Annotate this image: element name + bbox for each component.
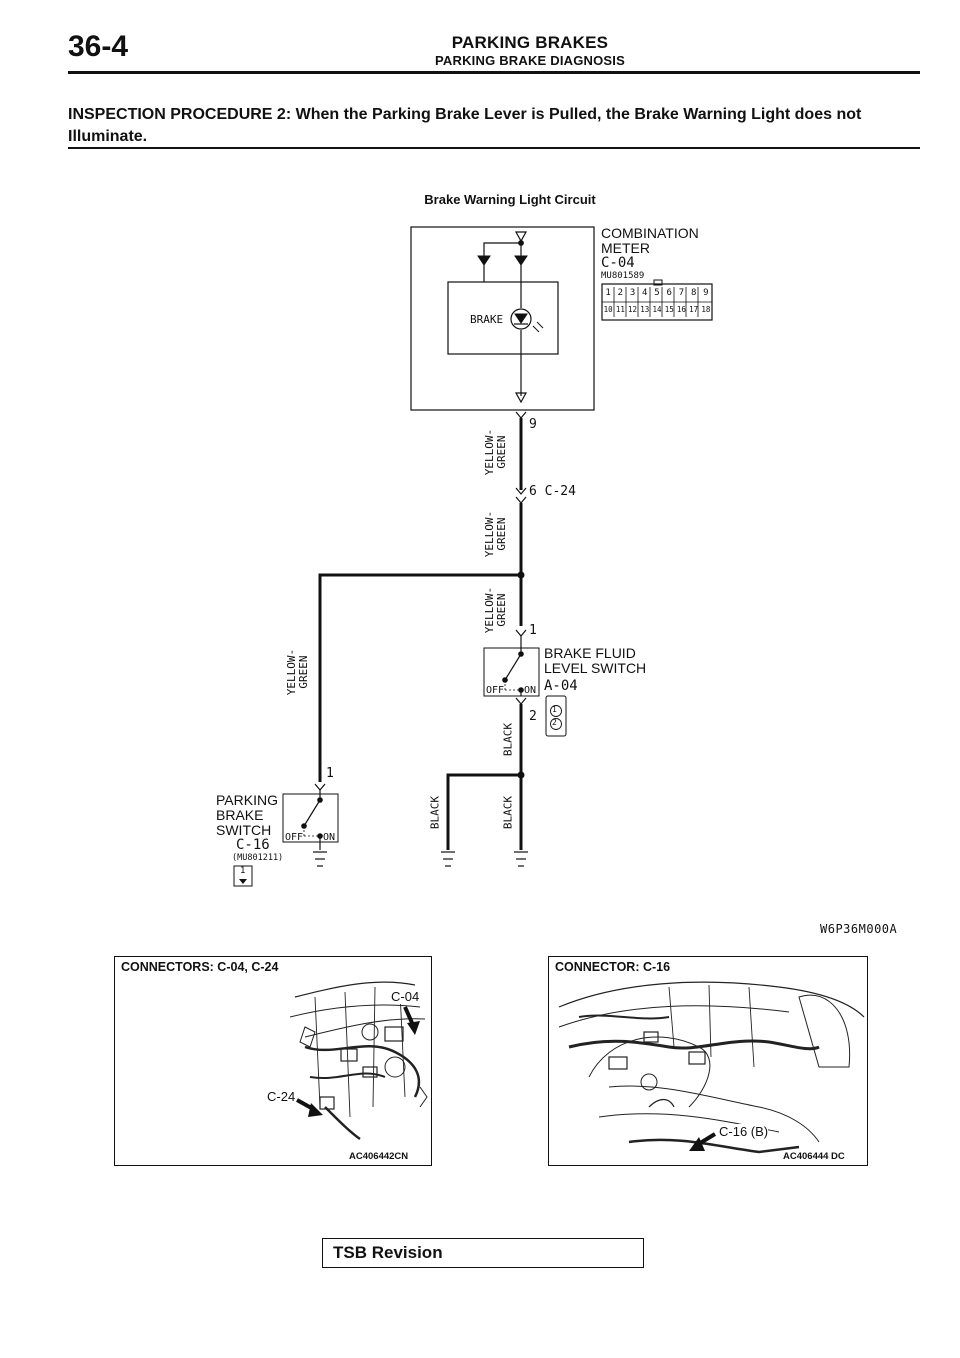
tsb-revision-label: TSB Revision	[333, 1243, 443, 1262]
c16-icon-pin-1: 1	[240, 866, 246, 876]
connector-pin-number: 10	[603, 305, 613, 314]
fluid-switch-on: ON	[524, 685, 537, 696]
a04-icon-pin-1: 1	[552, 705, 557, 714]
header-rule	[68, 71, 920, 74]
parking-switch-part-number: (MU801211)	[232, 853, 284, 863]
wire-label-yellow-green-3: YELLOW-GREEN	[483, 586, 508, 634]
wire-label-black-1: BLACK	[501, 722, 515, 757]
diagram-title: Brake Warning Light Circuit	[424, 192, 596, 207]
a04-icon-pin-2: 2	[552, 718, 557, 727]
warning-lamp-icon	[510, 308, 532, 330]
arrow-icon	[296, 1006, 420, 1117]
fluid-switch-off: OFF	[486, 685, 505, 696]
wire-label-yellow-green-4: YELLOW-GREEN	[285, 648, 310, 696]
figure-code: W6P36M000A	[820, 922, 898, 936]
wire-label-black-2: BLACK	[501, 795, 515, 830]
wire-label-black-3: BLACK	[428, 795, 442, 830]
parking-brake-switch-box	[282, 793, 339, 843]
connector-pin-number: 9	[703, 288, 709, 298]
fluid-switch-label: BRAKE FLUID LEVEL SWITCH	[544, 645, 647, 676]
page-number: 36-4	[68, 30, 129, 63]
combination-meter-label: COMBINATION METER	[601, 225, 699, 256]
procedure-heading: INSPECTION PROCEDURE 2: When the Parking…	[68, 106, 862, 145]
connector-pin-number: 4	[642, 288, 648, 298]
connector-pin-number: 14	[652, 305, 662, 314]
parking-switch-label: PARKING BRAKE SWITCH	[216, 792, 278, 838]
connector-location-photo-c04-c24: CONNECTORS: C-04, C-24 C-04 C-24 AC40644…	[114, 956, 432, 1166]
wire-label-yellow-green-2: YELLOW-GREEN	[483, 510, 508, 558]
fluid-switch-connector-id: A-04	[544, 678, 578, 694]
parking-switch-on: ON	[323, 832, 336, 843]
fluid-switch-pin-2: 2	[529, 709, 537, 724]
meter-part-number: MU801589	[601, 271, 645, 281]
callout-c04: C-04	[391, 989, 420, 1004]
callout-c24: C-24	[267, 1089, 296, 1104]
connector-location-photo-c16: CONNECTOR: C-16 C-16 (B) AC406444 DC	[548, 956, 868, 1166]
connector-pin-number: 13	[640, 305, 650, 314]
section-title: PARKING BRAKES	[451, 33, 609, 52]
combination-meter-box	[410, 226, 595, 411]
arrow-icon	[689, 1132, 717, 1151]
connector-pin-number: 16	[676, 305, 686, 314]
connector-pin-number: 17	[689, 305, 699, 314]
wiring-schematic	[233, 226, 713, 887]
photo-title: CONNECTORS: C-04, C-24	[121, 960, 279, 974]
connector-pin-number: 5	[654, 288, 660, 298]
connector-pin-number: 15	[664, 305, 674, 314]
connector-a04-icon	[545, 695, 567, 737]
connector-pin-number: 2	[617, 288, 624, 298]
connector-pin-number: 18	[701, 305, 711, 314]
c24-pin-label: 6 C-24	[529, 484, 576, 499]
parking-switch-off: OFF	[285, 832, 304, 843]
tsb-revision-box: TSB Revision	[322, 1238, 644, 1268]
ground-icon	[313, 851, 528, 867]
connector-pin-number: 1	[605, 288, 611, 298]
fluid-switch-pin-1: 1	[529, 623, 537, 638]
photo-code: AC406444 DC	[783, 1151, 845, 1162]
brake-fluid-switch-box	[483, 647, 540, 697]
wire-label-yellow-green-1: YELLOW-GREEN	[483, 428, 508, 476]
brake-lamp-box	[447, 281, 559, 355]
connector-pin-number: 8	[690, 288, 697, 298]
brake-lamp-label: BRAKE	[470, 313, 504, 326]
connector-c16-icon	[233, 865, 253, 887]
photo-title: CONNECTOR: C-16	[555, 960, 671, 974]
connector-pin-number: 7	[678, 288, 685, 298]
photo-code: AC406442CN	[349, 1151, 409, 1162]
connector-pin-number: 12	[628, 305, 638, 314]
pin-label-9: 9	[529, 417, 537, 432]
heading-rule	[68, 147, 920, 149]
parking-switch-connector-id: C-16	[236, 837, 270, 853]
connector-c04-pinout	[602, 287, 712, 317]
section-subtitle: PARKING BRAKE DIAGNOSIS	[435, 53, 625, 68]
connector-pin-number: 3	[629, 288, 636, 298]
connector-pin-number: 11	[615, 305, 625, 314]
callout-c16: C-16 (B)	[719, 1124, 769, 1139]
meter-connector-id: C-04	[601, 255, 635, 271]
parking-switch-pin-1: 1	[326, 766, 334, 781]
connector-pin-number: 6	[666, 288, 672, 298]
